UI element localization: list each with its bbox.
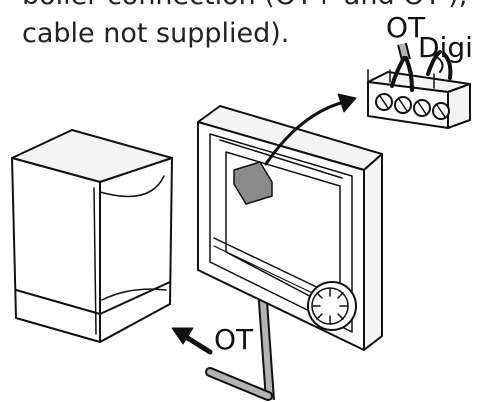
terminal-block [367, 69, 471, 129]
instruction-caption: boiler connection (OT+ and OT-), cable n… [0, 0, 480, 60]
ot-terminal-label: OT [386, 11, 426, 44]
boiler-front-seam [93, 187, 97, 335]
boiler-lower-curve [101, 288, 167, 301]
caption-line-1: boiler connection (OT+ and OT-), [22, 0, 467, 9]
ot-arrow-to-boiler [171, 327, 213, 355]
ot-wires [390, 42, 414, 92]
boiler-left-face [11, 157, 101, 343]
caption-line-2: cable not supplied). [22, 18, 290, 49]
thermostat-side [363, 153, 383, 351]
boiler-right-face [99, 157, 173, 343]
thermostat-inner-step [219, 139, 343, 179]
digi-terminal-label: Digi [418, 31, 473, 64]
boiler-bottom-band [15, 281, 171, 315]
detail-arrow [264, 93, 357, 166]
connector-chip [233, 161, 273, 205]
thermostat-unit [197, 105, 383, 351]
boiler-side-crease [99, 175, 165, 198]
thermostat-dial [307, 281, 357, 331]
ot-boiler-label: OT [214, 323, 254, 356]
digi-wires [426, 50, 453, 80]
boiler-unit [11, 129, 173, 343]
ot-cable [205, 287, 275, 401]
